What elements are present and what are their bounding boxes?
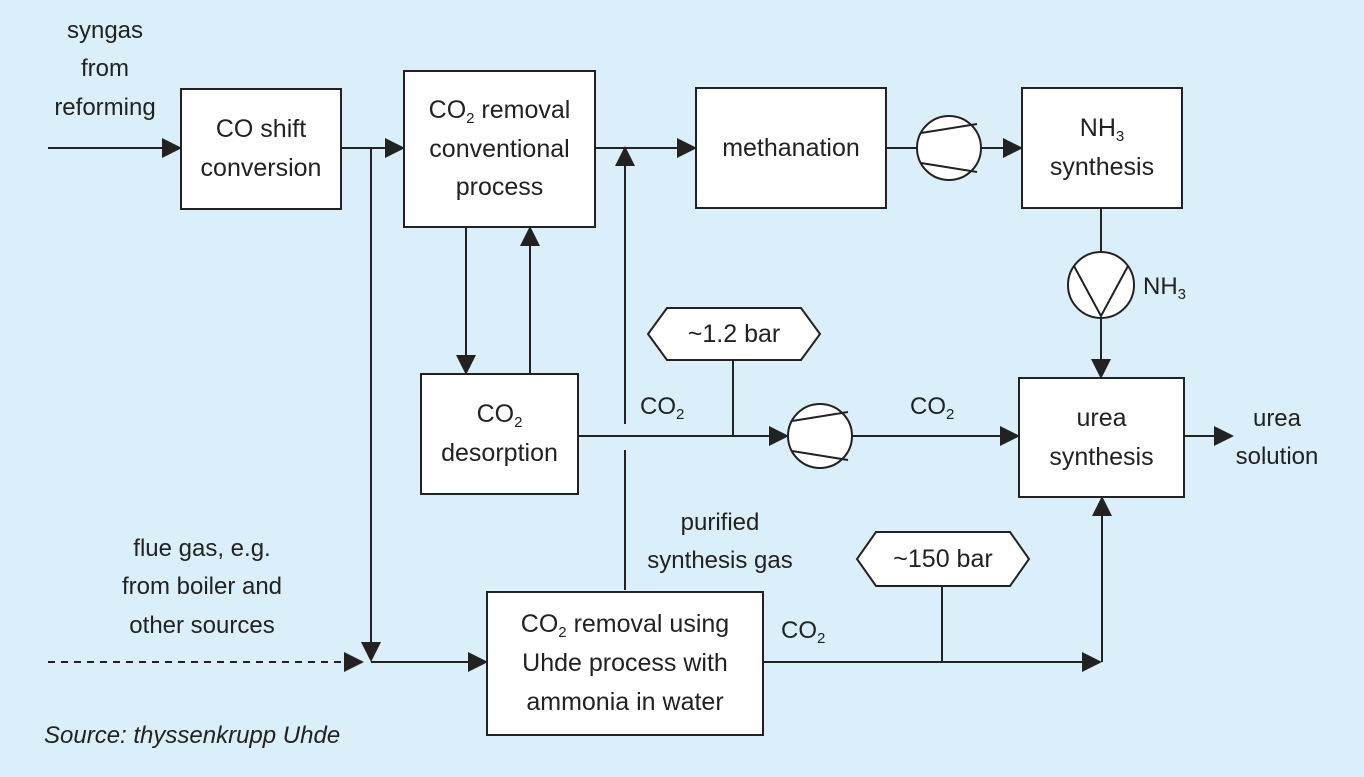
co2-removal-uhde-line3: ammonia in water [526, 687, 724, 716]
low-pressure-badge: ~1.2 bar [648, 308, 820, 360]
high-pressure-text: ~150 bar [893, 544, 993, 573]
co2-removal-uhde-line1: CO2 removal using [520, 610, 730, 642]
co2-desorption-box: CO2 desorption [420, 373, 579, 495]
methanation-label: methanation [722, 133, 860, 162]
co-shift-line1: CO shift [215, 115, 307, 144]
urea-solution-label: urea solution [1235, 405, 1319, 471]
low-pressure-text: ~1.2 bar [687, 319, 781, 348]
low-pressure-badge-shape [646, 307, 822, 361]
co2-desorption-line2: desorption [441, 439, 558, 467]
urea-synthesis-box: urea synthesis [1018, 377, 1185, 498]
co2-stream-label-desorption: CO2 [640, 393, 685, 423]
co2-removal-uhde-line2: Uhde process with [522, 649, 728, 678]
syngas-label: syngas from reforming [54, 17, 156, 121]
compressor-icon [916, 115, 982, 181]
co2-desorption-line1: CO2 [476, 400, 523, 432]
high-pressure-badge: ~150 bar [857, 532, 1029, 586]
nh3-synthesis-line2: synthesis [1049, 153, 1155, 181]
methanation-box: methanation [695, 87, 887, 209]
pump-icon [1067, 251, 1135, 319]
purified-synthesis-gas-label: purified synthesis gas [647, 509, 793, 575]
co2-removal-conv-line1: CO2 removal [428, 95, 571, 127]
source-caption: Source: thyssenkrupp Uhde [44, 722, 341, 749]
flue-gas-label: flue gas, e.g. from boiler and other sou… [121, 535, 283, 639]
urea-synthesis-line2: synthesis [1049, 442, 1154, 471]
co2-stream-label-compressor: CO2 [910, 393, 955, 423]
co2-removal-conv-line3: process [455, 173, 544, 202]
urea-synthesis-line1: urea [1076, 403, 1127, 432]
nh3-stream-label: NH3 [1143, 273, 1187, 303]
nh3-synthesis-line1: NH3 [1079, 114, 1125, 146]
co2-removal-conv-line2: conventional [429, 134, 570, 163]
co-shift-line2: conversion [200, 154, 322, 182]
co2-removal-conventional-box: CO2 removal conventional process [403, 70, 596, 228]
co2-removal-uhde-box: CO2 removal using Uhde process with ammo… [486, 591, 764, 736]
compressor-icon [787, 403, 853, 469]
high-pressure-badge-shape [855, 531, 1031, 587]
co2-stream-label-uhde: CO2 [781, 617, 826, 647]
co-shift-conversion-box: CO shift conversion [180, 88, 342, 210]
nh3-synthesis-box: NH3 synthesis [1021, 87, 1183, 209]
